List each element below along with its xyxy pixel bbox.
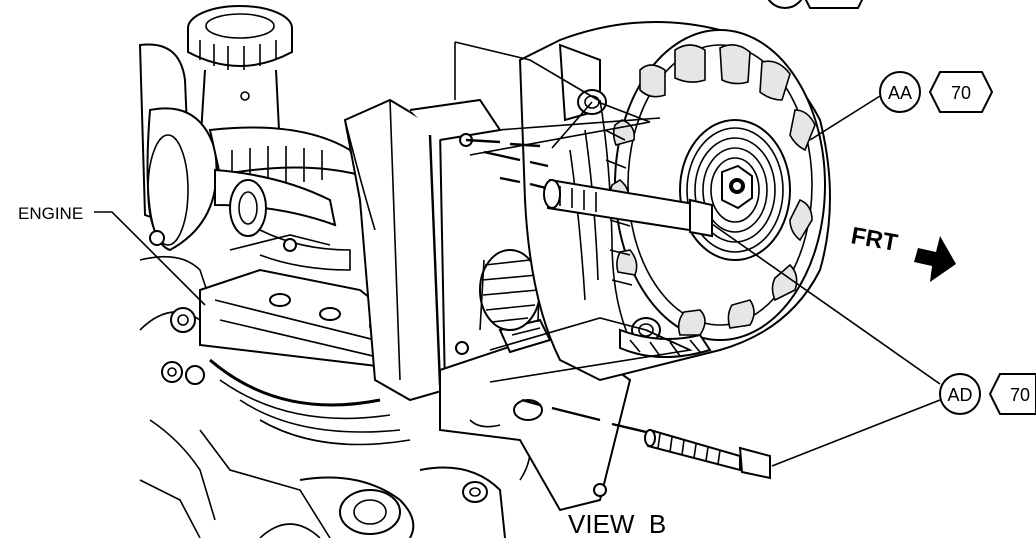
generator-alternator <box>518 21 831 382</box>
callout-ad-letter: AD <box>947 385 972 405</box>
alternator-long-bolt <box>543 178 713 238</box>
engine-label: ENGINE <box>18 204 83 223</box>
alternator-pulley <box>679 119 791 261</box>
lower-mounting-bolt <box>644 428 771 480</box>
front-direction-indicator: FRT <box>849 222 956 282</box>
engine-hoses <box>208 126 362 271</box>
alternator-cooling-slots <box>609 44 816 336</box>
exploded-view-lines <box>454 41 693 434</box>
engine-left-components <box>138 43 218 538</box>
front-label: FRT <box>849 222 900 257</box>
callout-ad: AD 70 <box>711 223 1036 467</box>
engine-block-lower <box>199 268 531 538</box>
callout-ad-torque: 70 <box>1010 385 1030 405</box>
alternator-mounting-bracket <box>343 98 632 512</box>
callout-ad-partial: AD <box>767 0 864 9</box>
callout-aa: AA 70 <box>809 71 994 141</box>
engine-label-group: ENGINE <box>18 204 206 306</box>
callout-aa-letter: AA <box>888 83 912 103</box>
callout-aa-torque: 70 <box>951 83 971 103</box>
front-arrow-icon <box>914 236 956 282</box>
engine-assembly <box>138 5 531 538</box>
view-caption: VIEW B <box>568 509 666 538</box>
